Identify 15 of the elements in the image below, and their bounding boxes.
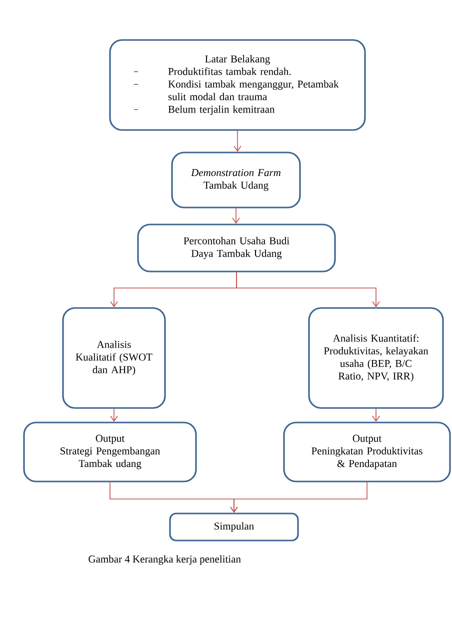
process-box: Analisis Kualitatif (SWOT dan AHP) <box>62 307 166 409</box>
arrow <box>372 408 380 422</box>
caption: Gambar 4 Kerangka kerja penelitian <box>88 555 241 565</box>
arrow <box>236 272 380 308</box>
process-box: Output Peningkatan Produktivitas & Pendapatan <box>283 422 451 482</box>
arrow <box>110 408 118 422</box>
process-box: Simpulan <box>169 512 299 542</box>
process-box: Analisis Kuantitatif: Produktivitas, kelayakan usaha (BEP, B/C Ratio, NPV, IRR) <box>308 307 444 409</box>
arrow <box>234 130 242 152</box>
process-box: Percontohan Usaha Budi Daya Tambak Udang <box>137 224 336 272</box>
process-box: Demonstration Farm Tambak Udang <box>171 152 301 208</box>
arrow <box>232 208 240 224</box>
process-box: Output Strategi Pengembangan Tambak udang <box>23 422 197 482</box>
arrow <box>230 482 368 513</box>
process-box: Latar Belakang Produktifitas tambak rendah. Kondisi tambak menganggur, Petambak sulit modal dan trauma Belum terjalin kemitraan <box>109 39 366 131</box>
